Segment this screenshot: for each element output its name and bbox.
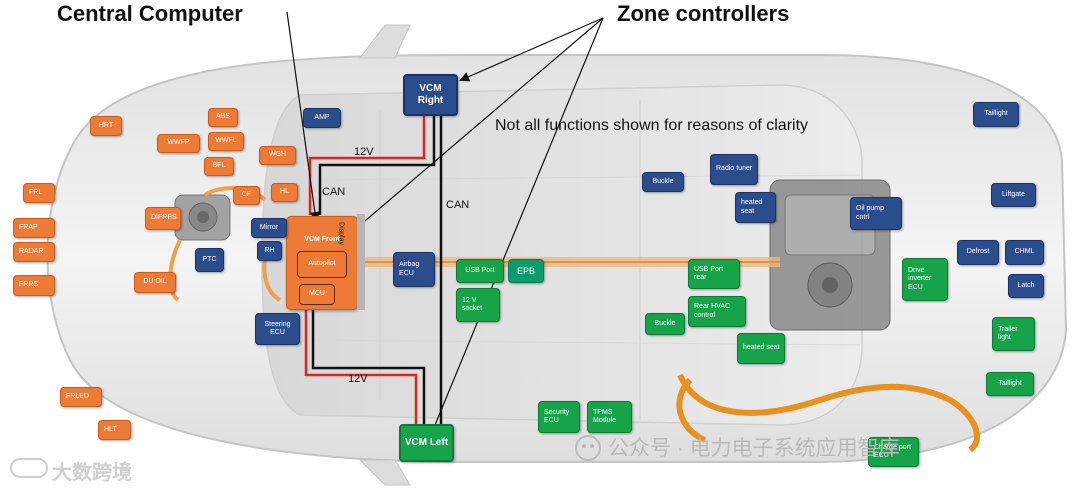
abs-box[interactable]: ABS (208, 108, 238, 127)
taillight-box-top[interactable]: Taillight (973, 102, 1019, 127)
watermark-left: 大数跨境 (52, 462, 132, 484)
display-bar: Display (338, 214, 365, 310)
can-line-front-lower (311, 306, 426, 425)
vcm-left[interactable]: VCM Left (399, 424, 454, 462)
arrow-central-computer (286, 11, 320, 222)
display-label: Display (337, 222, 345, 245)
bfl-box[interactable]: BFL (204, 157, 234, 176)
wire-label-can-left: CAN (322, 186, 346, 198)
frl-box[interactable]: FRL (23, 183, 55, 203)
hlt-box[interactable]: HLT (98, 420, 131, 440)
oil-pump-box[interactable]: Oil pump cntrl (850, 197, 902, 230)
heated-seat-box-front[interactable]: heated seat (735, 192, 776, 223)
radar-box[interactable]: RADAR (13, 242, 55, 262)
wire-label-can-right: CAN (446, 199, 470, 211)
heated-seat-box-rear[interactable]: heated seat (737, 333, 785, 364)
mirror-bottom (358, 459, 411, 486)
socket-12v-box[interactable]: 12 V socket (456, 288, 500, 322)
cf-box[interactable]: CF (233, 186, 260, 205)
vcm-front-label: VCM Front (304, 236, 340, 243)
usb-port-box[interactable]: USB Port (456, 259, 504, 283)
rear-hvac-box[interactable]: Rear HVAC control (688, 296, 746, 327)
taillight-box-bottom[interactable]: Taillight (986, 372, 1034, 396)
arrow-zone-left (426, 17, 604, 444)
buckle-box-front[interactable]: Buckle (642, 172, 684, 192)
hl-box[interactable]: HL (271, 183, 298, 202)
zone-controllers-heading: Zone controllers (617, 1, 790, 26)
drive-inverter-box[interactable]: Drive inverter ECU (902, 258, 948, 301)
watermark-right: 公众号 · 电力电子系统应用智库 (608, 437, 900, 460)
autopilot-module[interactable]: Autopilot (297, 251, 347, 278)
v12-line-lower (304, 306, 418, 425)
chml-box[interactable]: CHML (1005, 240, 1044, 265)
usb-port-rear-box[interactable]: USB Port rear (688, 259, 740, 289)
wire-label-12v-top: 12V (354, 146, 374, 158)
mirror-top (358, 24, 411, 59)
airbag-ecu-box[interactable]: Airbag ECU (393, 252, 435, 287)
clarity-note: Not all functions shown for reasons of c… (495, 117, 809, 134)
vcm-front-block[interactable]: VCM Front Autopilot MCU (286, 216, 358, 310)
security-ecu-box[interactable]: Security ECU (538, 401, 580, 433)
liftgate-box[interactable]: Liftgate (991, 183, 1036, 207)
tpms-box[interactable]: TPMS Module (587, 401, 632, 433)
arrow-zone-right (459, 17, 604, 82)
frap-box[interactable]: FRAP (13, 218, 55, 238)
v12-line-upper (308, 116, 426, 215)
trailer-light-box[interactable]: Trailer light (992, 317, 1035, 351)
difres-box[interactable]: DIFRES (145, 207, 181, 230)
epb-box[interactable]: EPB (508, 259, 544, 283)
frled-box[interactable]: FRLED (60, 387, 102, 407)
du-oil-box[interactable]: DU OIL (134, 272, 176, 293)
hrt-box[interactable]: HRT (90, 116, 122, 136)
arrow-zone-front (343, 17, 604, 240)
front-motor (174, 194, 231, 241)
can-line-front-upper (318, 116, 436, 215)
central-computer-heading: Central Computer (57, 1, 243, 26)
hv-harness-rear (676, 373, 981, 453)
mcu-module[interactable]: MCU (299, 284, 335, 305)
radio-tuner-box[interactable]: Radio tuner (710, 154, 758, 185)
amp-box[interactable]: AMP (303, 108, 341, 128)
latch-box[interactable]: Latch (1008, 274, 1044, 298)
frrs-box[interactable]: FRRS (13, 275, 55, 296)
steering-ecu-box[interactable]: Steering ECU (255, 313, 300, 345)
watermark-left-icon (10, 458, 48, 478)
defrost-box[interactable]: Defrost (957, 240, 999, 265)
buckle-box-rear[interactable]: Buckle (645, 313, 685, 335)
ptc-box[interactable]: PTC (195, 248, 224, 272)
rh-box[interactable]: RH (257, 241, 282, 261)
wwfp-box[interactable]: WWFP (157, 134, 200, 153)
watermark-logo-icon (575, 435, 601, 461)
wgh-box[interactable]: WGH (259, 146, 296, 165)
vcm-right[interactable]: VCM Right (403, 74, 458, 116)
wire-label-12v-bottom: 12V (348, 373, 368, 385)
wwfl-box[interactable]: WWFL (208, 132, 244, 151)
charge-port-box[interactable]: Charge port ECU (868, 437, 919, 467)
mirror-box[interactable]: Mirror (251, 218, 287, 238)
